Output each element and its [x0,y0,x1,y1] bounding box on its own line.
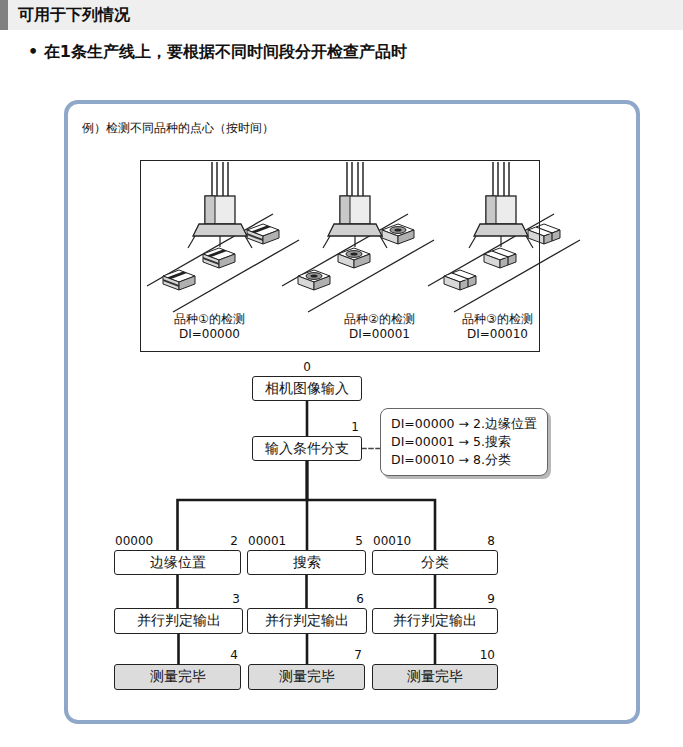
scene-caption: 品种①的检测 DI=00000 [168,312,252,342]
illustration-frame: 品种①的检测 DI=00000 品种②的检测 DI=00001 品种③的检测 DI=… [140,160,540,352]
callout-box: DI=00000 → 2.边缘位置DI=00001 → 5.搜索DI=00010… [380,408,548,476]
box-label: 分类 [421,554,449,572]
flow-connector [177,634,180,664]
flow-connector [306,634,309,664]
input-code: 00000 [115,534,153,548]
step-number: 5 [355,534,363,548]
process-box: 000002边缘位置 [114,550,241,575]
scene-1 [147,162,299,312]
step-number: 8 [487,534,495,548]
box-label: 并行判定输出 [137,612,221,630]
scene-caption: 品种③的检测 DI=00010 [456,312,540,342]
process-box: 000108分类 [372,550,498,575]
example-note: 例）检测不同品种的点心（按时间） [82,120,274,137]
step-number: 6 [356,592,364,606]
box-label: 测量完毕 [279,668,335,686]
flow-connector [434,634,437,664]
flow-connector [176,575,179,608]
box-label: 搜索 [293,554,321,572]
callout-line: DI=00010 → 8.分类 [391,451,537,469]
box-label: 并行判定输出 [265,612,349,630]
callout-line: DI=00000 → 2.边缘位置 [391,415,537,433]
step-number: 2 [230,534,238,548]
process-box: 0相机图像输入 [252,376,362,401]
end-box: 10测量完毕 [372,664,498,690]
output-box: 3并行判定输出 [114,608,243,634]
step-number: 4 [230,648,238,662]
flow-connector [305,575,308,608]
output-box: 6并行判定输出 [247,608,367,634]
example-panel: 品种①的检测 DI=00000 品种②的检测 DI=00001 品种③的检测 DI=… [64,100,640,724]
flow-connector [178,461,308,550]
output-box: 9并行判定输出 [372,608,498,634]
branch-box: 1输入条件分支 [252,436,362,461]
scene-2 [282,162,434,312]
title-band [0,0,683,30]
callout-leader [362,448,380,450]
bullet-note: • 在1条生产线上，要根据不同时间段分开检查产品时 [28,42,407,63]
box-label: 并行判定输出 [393,612,477,630]
box-label: 边缘位置 [150,554,206,572]
box-label: 相机图像输入 [265,380,349,398]
scene-3 [428,162,580,312]
step-number: 3 [232,592,240,606]
step-number: 0 [253,360,361,374]
page-title: 可用于下列情况 [18,5,130,26]
step-number: 9 [487,592,495,606]
box-label: 测量完毕 [150,668,206,686]
input-code: 00001 [248,534,286,548]
step-number: 1 [351,420,359,434]
process-box: 000015搜索 [247,550,366,575]
end-box: 7测量完毕 [248,664,365,690]
step-number: 7 [354,648,362,662]
input-code: 00010 [373,534,411,548]
callout-line: DI=00001 → 5.搜索 [391,433,537,451]
flow-connector [306,401,309,436]
box-label: 测量完毕 [407,668,463,686]
scene-caption: 品种②的检测 DI=00001 [338,312,422,342]
flow-connector [434,575,437,608]
step-number: 10 [480,648,495,662]
title-marker [0,0,8,30]
box-label: 输入条件分支 [265,440,349,458]
end-box: 4测量完毕 [114,664,241,690]
